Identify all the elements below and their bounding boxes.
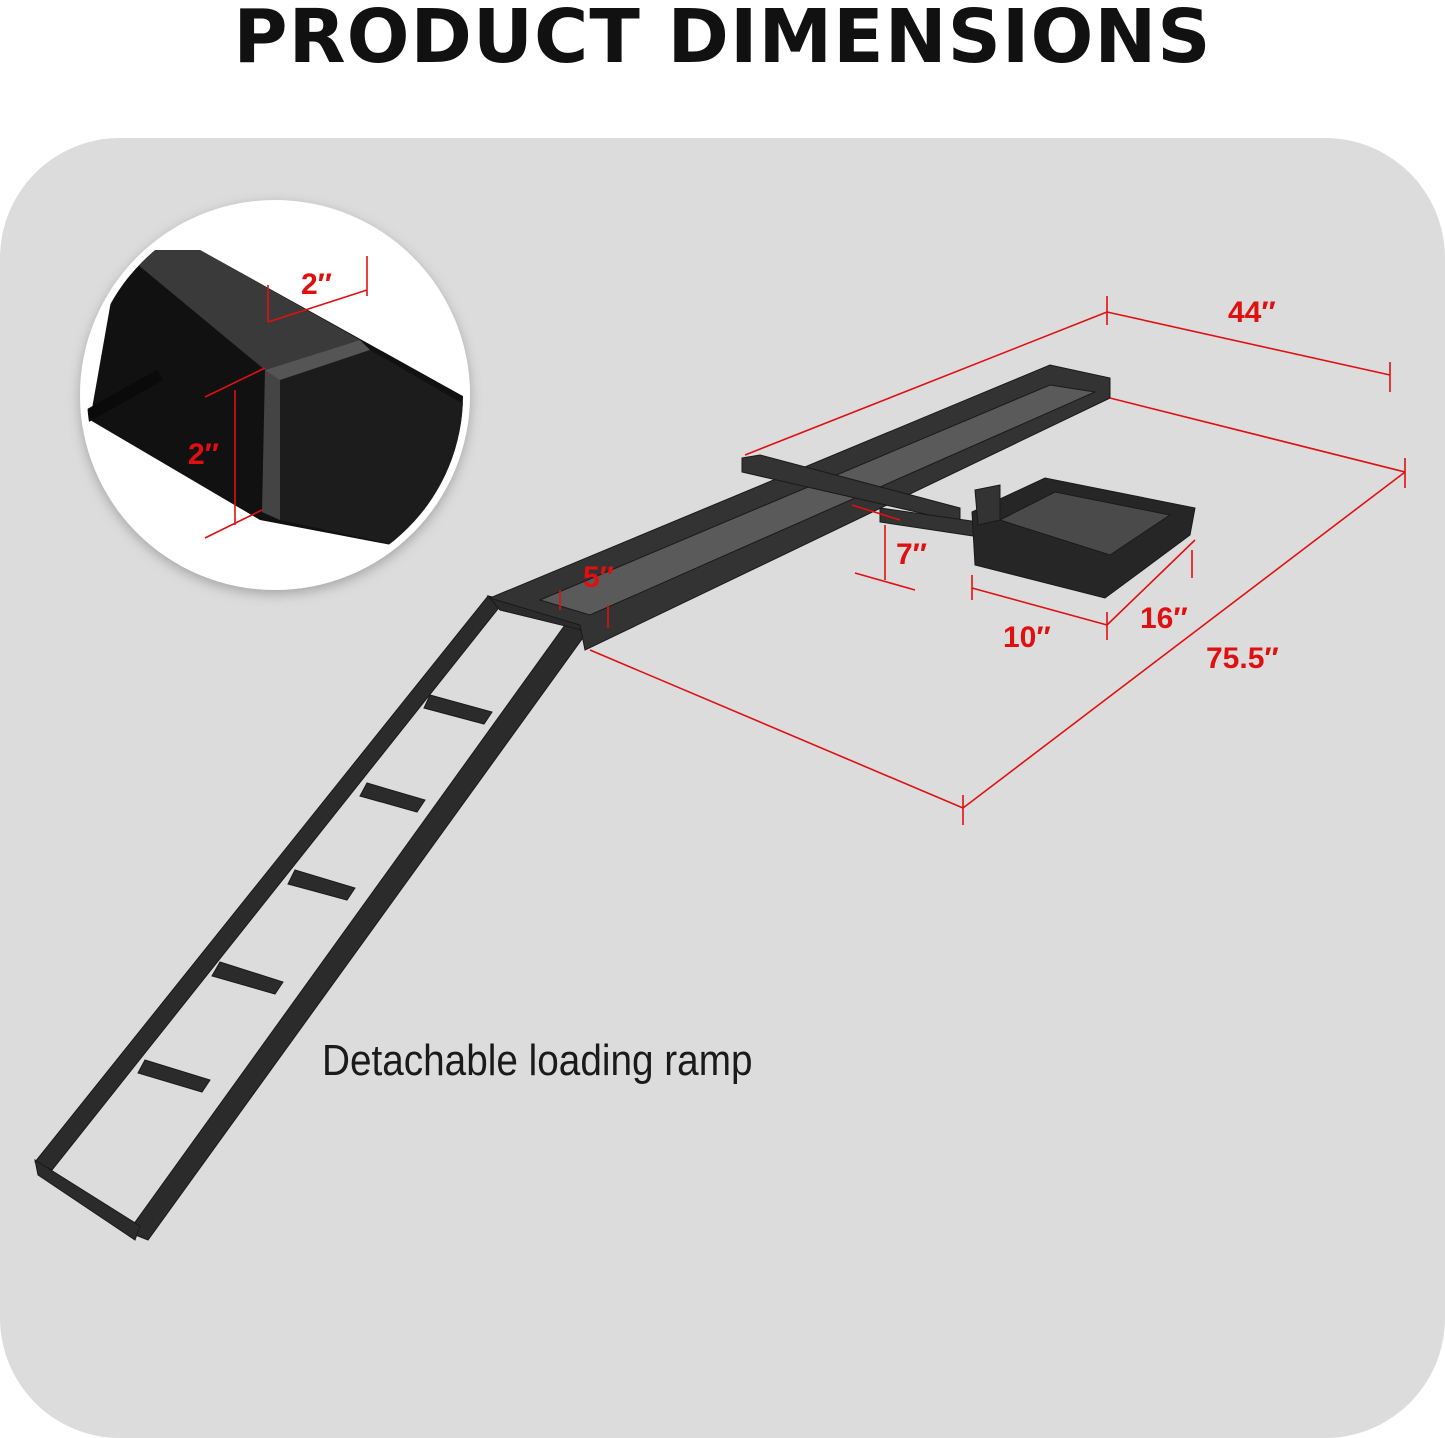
tube-detail-inset (80, 200, 470, 590)
tube-height-label: 2″ (188, 438, 220, 471)
rail-width-label: 5″ (583, 561, 615, 594)
carrier-frame (488, 364, 1196, 651)
basket-width-label: 16″ (1140, 602, 1188, 635)
dimension-lines (559, 296, 1406, 825)
page-title: PRODUCT DIMENSIONS (233, 0, 1212, 80)
loading-ramp (34, 595, 591, 1241)
length-label: 75.5″ (1206, 642, 1279, 675)
ramp-caption: Detachable loading ramp (322, 1036, 753, 1085)
basket-depth-label: 10″ (1003, 621, 1051, 654)
product-illustration (34, 200, 1406, 1241)
tube-width-label: 2″ (301, 268, 333, 301)
rise-label: 7″ (896, 538, 928, 571)
width-label: 44″ (1228, 296, 1276, 329)
